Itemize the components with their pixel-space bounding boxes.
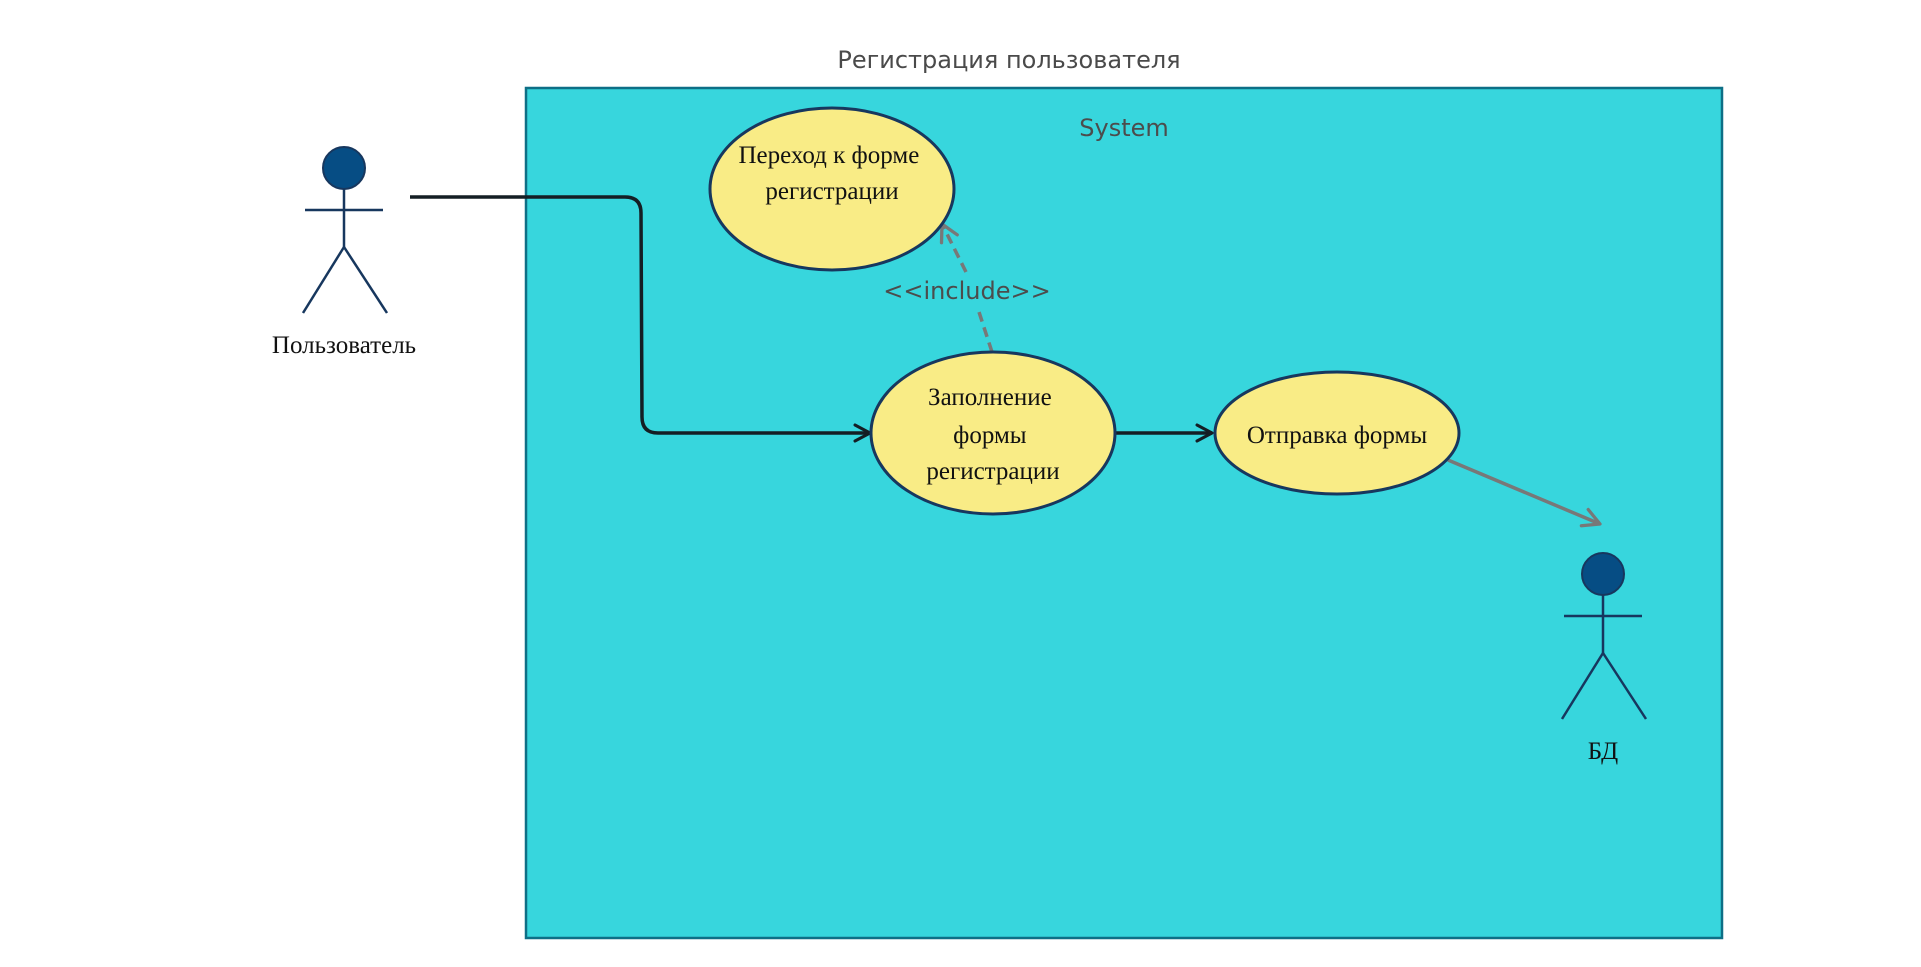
usecase-fill-form-line1: Заполнение [928, 384, 1052, 411]
system-boundary [524, 86, 1724, 940]
usecase-fill-form-line3: регистрации [926, 458, 1059, 485]
actor-user-right-leg [342, 246, 389, 314]
actor-db-label: БД [1588, 738, 1618, 765]
actor-db-right-leg [1601, 652, 1648, 720]
actor-db-left-leg [1560, 652, 1605, 720]
usecase-go-to-form-label: Переход к форме регистрации [738, 142, 925, 205]
usecase-go-to-form-shape [708, 106, 956, 272]
edge-include [942, 224, 994, 353]
actor-user-label: Пользователь [272, 332, 416, 359]
actor-db-head [1581, 552, 1625, 596]
system-label: System [1079, 114, 1169, 142]
diagram-title: Регистрация пользователя [837, 46, 1180, 74]
usecase-fill-form[interactable]: Заполнение формы регистрации [869, 350, 1117, 516]
usecase-send-form-line1: Отправка формы [1247, 422, 1428, 449]
include-label: <<include>> [883, 277, 1050, 305]
usecase-go-to-form[interactable]: Переход к форме регистрации [708, 106, 956, 272]
actor-user-head [322, 146, 366, 190]
usecase-send-form-shape [1213, 370, 1461, 496]
usecase-go-to-form-line2: регистрации [765, 178, 898, 205]
actor-db[interactable]: БД [1560, 552, 1648, 765]
usecase-go-to-form-line1: Переход к форме [738, 142, 919, 169]
usecase-fill-form-shape [869, 350, 1117, 516]
usecase-fill-form-line2: формы [953, 422, 1027, 449]
actor-user-left-leg [301, 246, 346, 314]
edge-send-to-db [1447, 458, 1602, 528]
usecase-fill-form-label: Заполнение формы регистрации [926, 384, 1059, 485]
edge-user-to-fill-form [410, 195, 872, 443]
actor-user[interactable]: Пользователь [272, 146, 416, 359]
usecase-send-form-label: Отправка формы [1247, 422, 1428, 449]
usecase-send-form[interactable]: Отправка формы [1213, 370, 1461, 496]
